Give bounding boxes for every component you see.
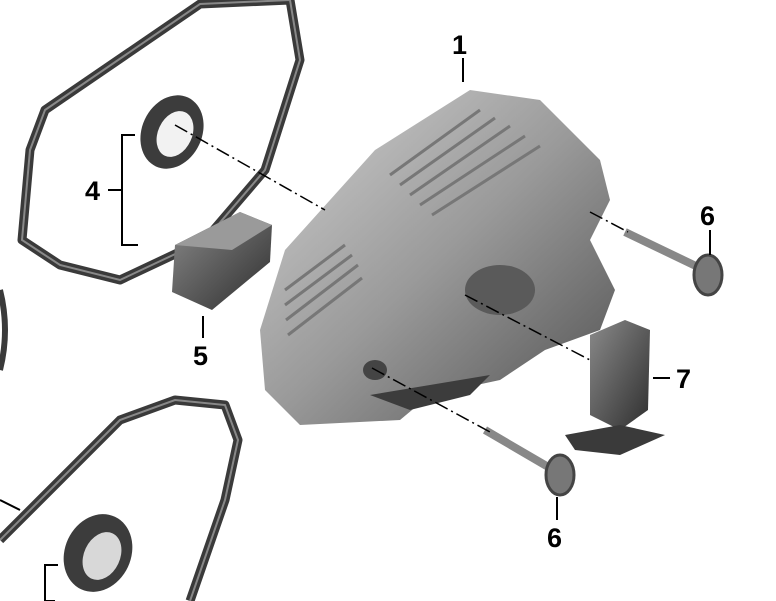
leader-line: [0, 499, 21, 511]
leader-bracket: [44, 564, 58, 601]
gasket-edge: [0, 289, 8, 371]
callout-6-lower: 6: [547, 523, 562, 553]
gasket-lower: [0, 395, 243, 601]
bolt-lower: [482, 426, 576, 497]
callout-4: 4: [85, 176, 100, 206]
leader-bracket: [108, 134, 138, 246]
seal-ring-upper: [140, 95, 204, 169]
callout-6-upper: 6: [700, 201, 715, 231]
bolt-upper: [623, 228, 724, 297]
alignment-line: [589, 211, 629, 233]
bracket-part: [565, 320, 665, 455]
cylinder-head-cover: [260, 90, 615, 425]
block-part: [172, 212, 272, 310]
alignment-line: [174, 124, 326, 211]
callout-7: 7: [676, 364, 691, 394]
seal-ring-lower: [63, 514, 133, 592]
alignment-line: [371, 367, 491, 433]
callout-5: 5: [193, 341, 208, 371]
callout-1: 1: [452, 30, 467, 60]
